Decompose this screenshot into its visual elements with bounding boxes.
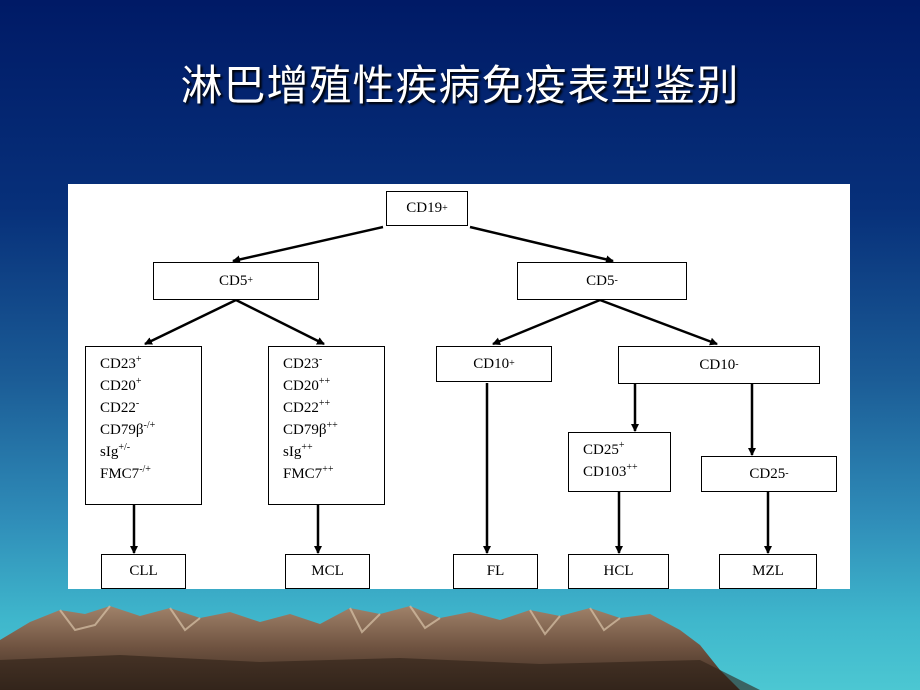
marker-line: CD23- xyxy=(283,354,323,373)
marker-line: sIg+/- xyxy=(100,442,131,461)
marker-line: CD20++ xyxy=(283,376,331,395)
leaf-cll: CLL xyxy=(101,554,186,589)
flowchart-panel: CD19+ CD5+ CD5- CD23+ CD20+ CD22- CD79β-… xyxy=(68,184,850,589)
marker-line: CD20+ xyxy=(100,376,142,395)
node-cd25-negative: CD25- xyxy=(701,456,837,492)
edge-cd5pos-cll xyxy=(144,298,237,346)
slide-title: 淋巴增殖性疾病免疫表型鉴别 xyxy=(180,61,740,110)
marker-line: CD25+ xyxy=(583,440,625,459)
edge-cd5neg-cd10pos xyxy=(492,298,601,346)
marker-line: CD22++ xyxy=(283,398,331,417)
leaf-mzl: MZL xyxy=(719,554,817,589)
node-cll-markers: CD23+ CD20+ CD22- CD79β-/+ sIg+/- FMC7-/… xyxy=(85,346,202,505)
marker-line: CD22- xyxy=(100,398,140,417)
flowchart-connectors xyxy=(130,225,772,554)
node-cd10-negative: CD10- xyxy=(618,346,820,384)
marker-line: sIg++ xyxy=(283,442,313,461)
node-cd10-positive: CD10+ xyxy=(436,346,552,382)
edge-cd5pos-mcl xyxy=(235,298,325,346)
marker-line: FMC7-/+ xyxy=(100,464,151,483)
marker-line: CD23+ xyxy=(100,354,142,373)
leaf-hcl: HCL xyxy=(568,554,669,589)
leaf-fl: FL xyxy=(453,554,538,589)
leaf-mcl: MCL xyxy=(285,554,370,589)
edge-cd19-cd5pos xyxy=(232,225,384,264)
marker-line: FMC7++ xyxy=(283,464,334,483)
marker-line: CD103++ xyxy=(583,462,638,481)
node-cd5-positive: CD5+ xyxy=(153,262,319,300)
edge-cd19-cd5neg xyxy=(469,225,614,264)
node-cd5-negative: CD5- xyxy=(517,262,687,300)
node-mcl-markers: CD23- CD20++ CD22++ CD79β++ sIg++ FMC7++ xyxy=(268,346,385,505)
node-hcl-markers: CD25+ CD103++ xyxy=(568,432,671,492)
node-cd19-positive: CD19+ xyxy=(386,191,468,226)
edge-cd5neg-cd10neg xyxy=(599,298,718,346)
marker-line: CD79β-/+ xyxy=(100,420,156,439)
marker-line: CD79β++ xyxy=(283,420,338,439)
mountain-landscape-decoration xyxy=(0,605,760,690)
